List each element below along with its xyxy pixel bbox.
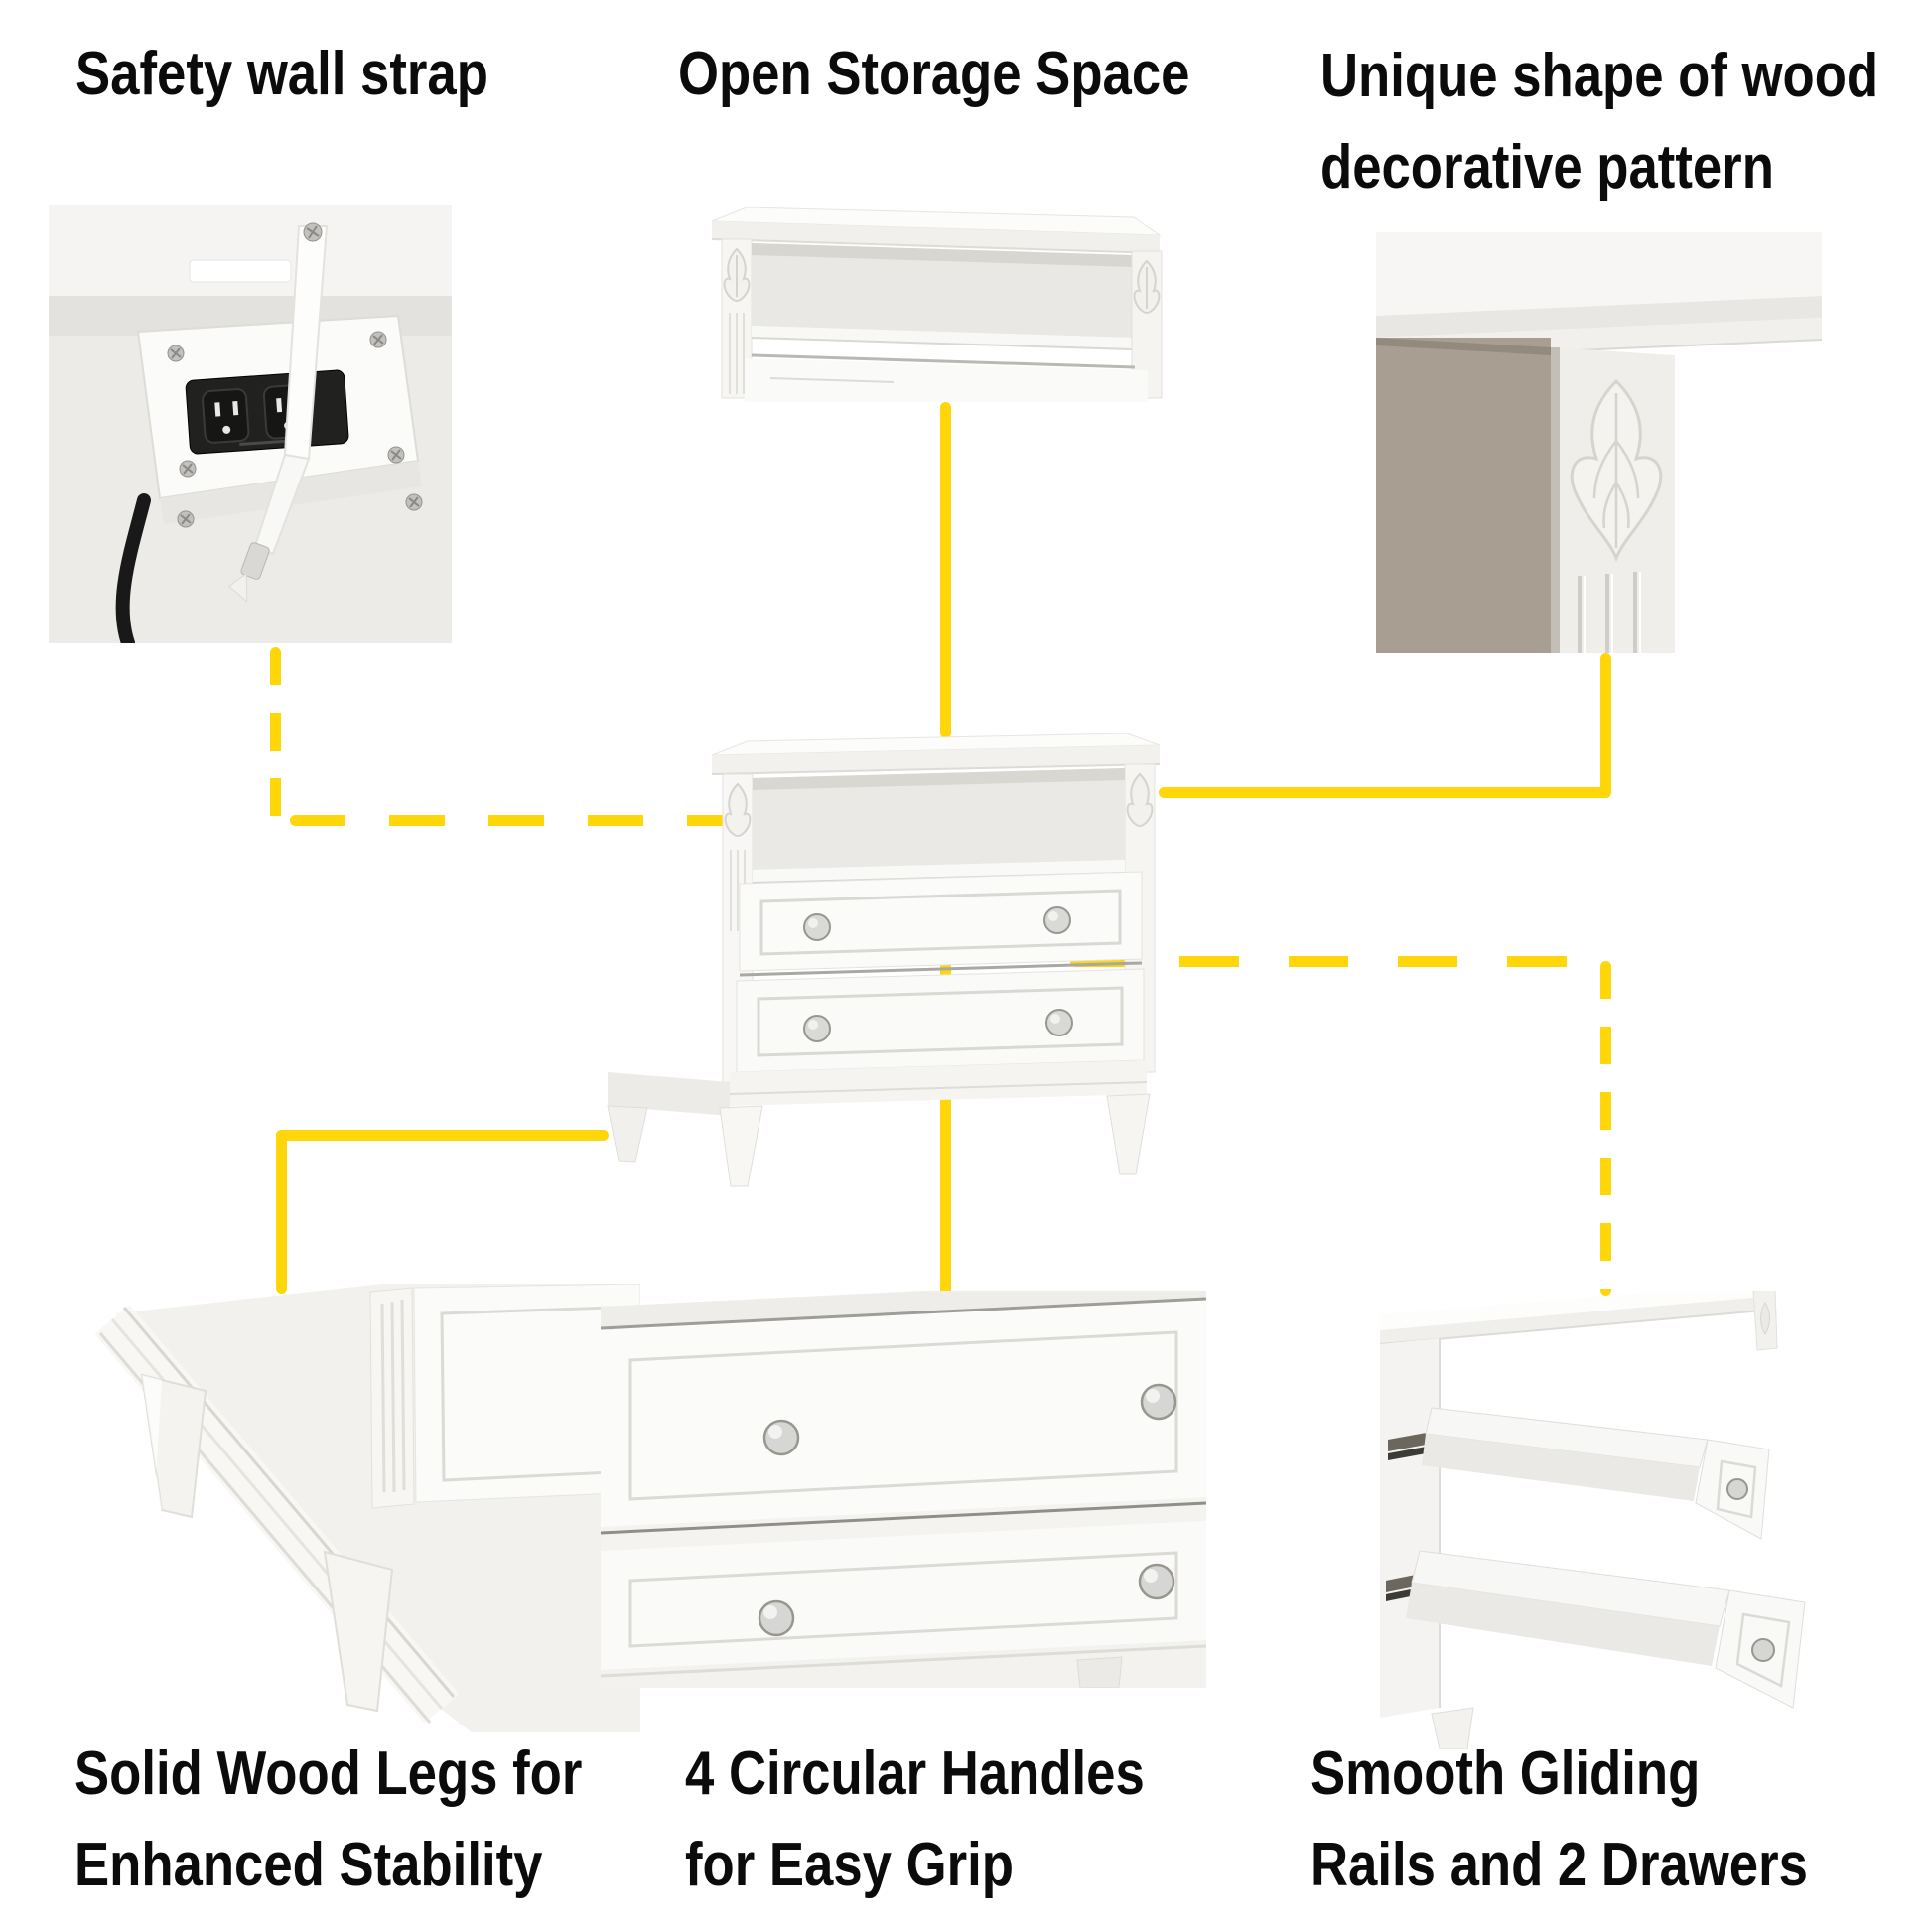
connector-wood-pattern-vertical xyxy=(1600,653,1611,798)
caption-handles-line1: 4 Circular Handles xyxy=(685,1739,1145,1808)
backdrop xyxy=(1376,338,1551,653)
cabinet-side xyxy=(1380,1338,1441,1718)
top-surface-sliver xyxy=(601,1291,1206,1328)
photo-gliding-rails xyxy=(1380,1291,1806,1749)
nightstand-top xyxy=(711,733,1161,775)
drawer-1-closeup xyxy=(601,1301,1206,1527)
connector-safety-strap-vertical xyxy=(270,647,281,826)
rear-leg xyxy=(323,1550,394,1713)
drawer-2-closeup xyxy=(601,1521,1206,1670)
drawer-1 xyxy=(739,871,1143,972)
photo-nightstand-full xyxy=(607,733,1161,1187)
caption-wood-pattern-line1: Unique shape of wood xyxy=(1320,42,1879,110)
front-leg xyxy=(1431,1707,1474,1749)
carved-column xyxy=(1551,347,1675,653)
connector-handles-vertical xyxy=(940,956,951,1296)
connector-gliding-rails-vertical xyxy=(1600,961,1611,1296)
drawer-2 xyxy=(736,968,1145,1073)
caption-gliding-rails-line1: Smooth Gliding xyxy=(1311,1739,1701,1808)
corner-column xyxy=(369,1284,640,1509)
front-leg xyxy=(140,1373,207,1519)
connector-wood-pattern-horizontal xyxy=(1159,787,1611,798)
photo-safety-wall-strap xyxy=(49,205,452,643)
caption-wood-pattern-line2: decorative pattern xyxy=(1320,133,1774,202)
column-flutes xyxy=(1578,572,1641,653)
shelf-board xyxy=(1380,1291,1778,1351)
caption-gliding-rails-line2: Rails and 2 Drawers xyxy=(1311,1831,1808,1899)
power-cable xyxy=(115,493,151,643)
photo-wood-decorative-pattern xyxy=(1376,232,1822,653)
photo-circular-handles xyxy=(601,1291,1206,1688)
photo-solid-wood-legs xyxy=(94,1284,640,1732)
caption-solid-legs-line1: Solid Wood Legs for xyxy=(74,1739,583,1808)
base-skirt xyxy=(608,1060,1148,1116)
connector-open-storage-vertical xyxy=(940,402,951,738)
drawer-top-strip xyxy=(745,353,1148,402)
caption-handles-line2: for Easy Grip xyxy=(685,1831,1014,1899)
screws xyxy=(167,222,423,528)
open-shelf xyxy=(751,243,1133,350)
connector-solid-legs-horizontal xyxy=(276,1130,609,1141)
acanthus-leaf-carving xyxy=(1570,378,1663,563)
drawer-gap xyxy=(739,961,1143,977)
table-top xyxy=(711,207,1162,254)
base-skirt xyxy=(601,1640,1206,1688)
cable-slot xyxy=(189,259,292,283)
drawer-gap-band xyxy=(601,1497,1206,1551)
connector-solid-legs-vertical xyxy=(276,1130,287,1294)
connector-safety-strap-horizontal xyxy=(290,815,910,826)
photo-open-storage-space xyxy=(711,207,1163,402)
top-gap-line xyxy=(601,1297,1206,1330)
caption-safety-wall-strap: Safety wall strap xyxy=(75,40,488,108)
caption-solid-legs-line2: Enhanced Stability xyxy=(74,1831,543,1899)
safety-strap xyxy=(227,225,329,603)
open-drawer-2 xyxy=(1406,1550,1806,1709)
open-shelf xyxy=(752,768,1126,884)
power-outlet xyxy=(185,369,349,455)
connector-gliding-rails-horizontal xyxy=(1070,956,1587,967)
open-drawer-1 xyxy=(1422,1407,1770,1540)
legs xyxy=(607,1093,1151,1187)
caption-open-storage-space: Open Storage Space xyxy=(678,40,1190,108)
